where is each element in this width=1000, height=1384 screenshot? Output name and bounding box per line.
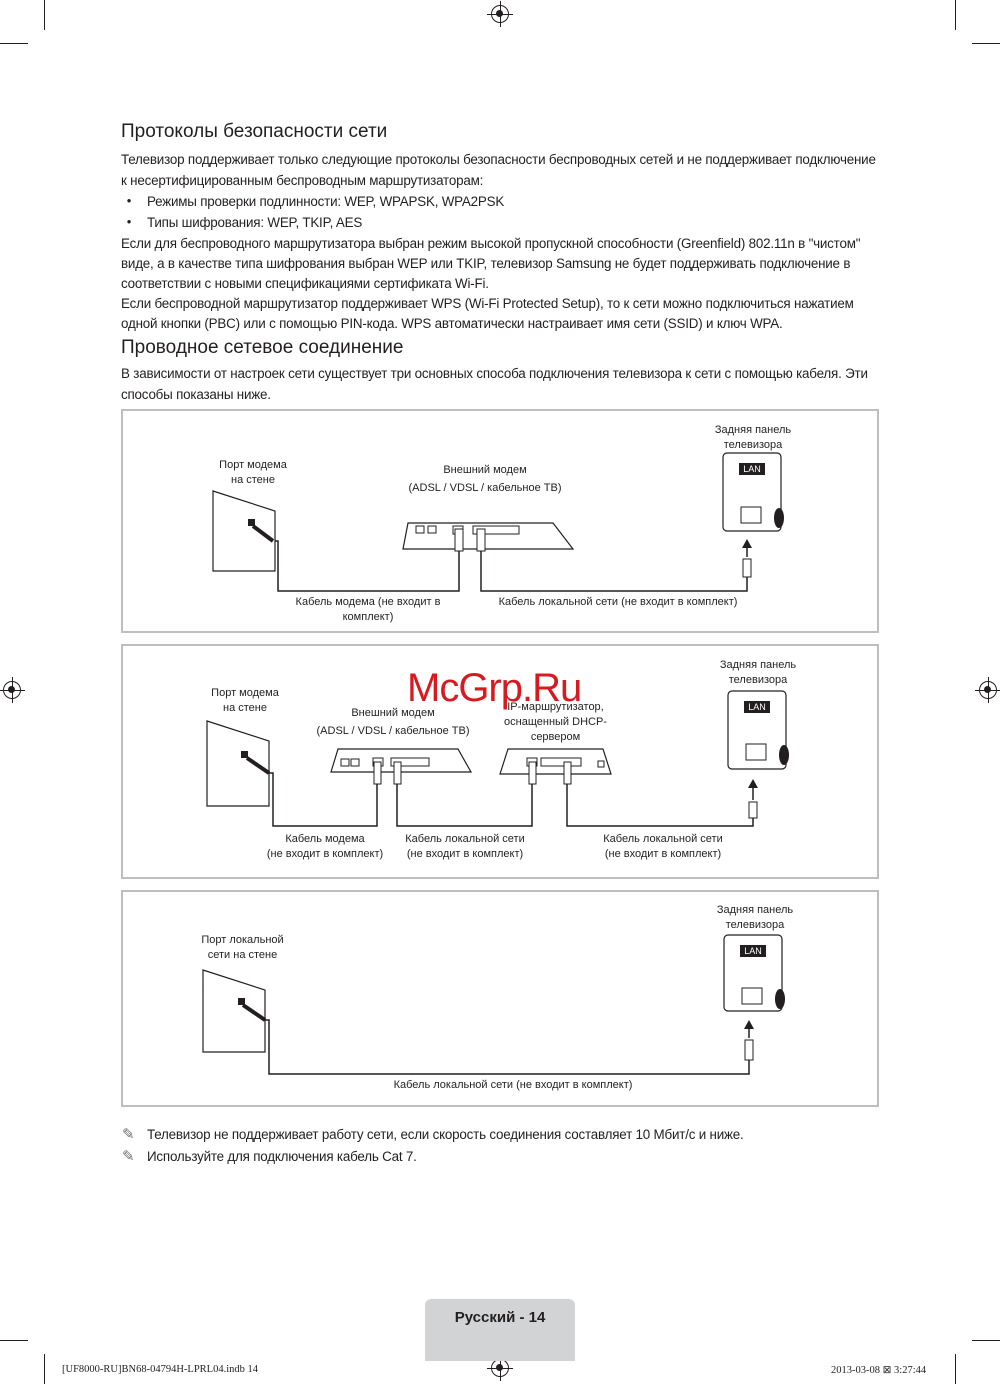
- security-intro-line: Телевизор поддерживает только следующие …: [121, 152, 876, 167]
- page-number-tab: Русский - 14: [425, 1299, 575, 1361]
- print-slug-right: 2013-03-08 ⊠ 3:27:44: [831, 1365, 927, 1376]
- section-title-wired: Проводное сетевое соединение: [121, 337, 404, 358]
- cable-lan-label: Кабель локальной сети(не входит в компле…: [603, 833, 723, 860]
- lan-port-label: LAN: [748, 702, 766, 712]
- cable-modem-label: Кабель модема(не входит в комплект): [266, 833, 384, 860]
- section-title-security: Протоколы безопасности сети: [121, 121, 388, 142]
- cable-lan-label: Кабель локальной сети (не входит в компл…: [393, 1079, 633, 1091]
- crop-mark: [972, 43, 1000, 44]
- crop-mark: [955, 0, 956, 30]
- lan-port-label: LAN: [743, 464, 761, 474]
- page-number: Русский - 14: [454, 1309, 546, 1326]
- diagram-graphic: [212, 452, 784, 592]
- security-intro-line: к несертифицированным беспроводным маршр…: [121, 173, 484, 188]
- security-paragraph-line: Если беспроводной маршрутизатор поддержи…: [121, 296, 854, 311]
- lan-port-label: LAN: [744, 946, 762, 956]
- security-paragraph-line: виде, а в качестве типа шифрования выбра…: [121, 256, 851, 271]
- diagram-graphic: [206, 690, 789, 827]
- note-item: Используйте для подключения кабель Cat 7…: [147, 1149, 417, 1164]
- modem-label: Внешний модем(ADSL / VDSL / кабельное ТВ…: [316, 707, 470, 737]
- crop-mark: [955, 1354, 956, 1384]
- crop-mark: [972, 1340, 1000, 1341]
- print-slug-left: [UF8000-RU]BN68-04794H-LPRL04.indb 14: [62, 1364, 258, 1375]
- pencil-note-icon: ✎: [122, 1126, 135, 1143]
- bullet-item: Типы шифрования: WEP, TKIP, AES: [147, 215, 363, 230]
- pencil-note-icon: ✎: [122, 1148, 135, 1165]
- bullet-icon: •: [126, 214, 132, 229]
- registration-mark-icon: [487, 1355, 513, 1381]
- watermark: McGrp.Ru: [407, 666, 582, 710]
- bullet-icon: •: [126, 193, 132, 208]
- crop-mark: [44, 1354, 45, 1384]
- cable-lan-label: Кабель локальной сети(не входит в компле…: [405, 833, 525, 860]
- crop-mark: [0, 1340, 28, 1341]
- wired-intro-line: В зависимости от настроек сети существуе…: [121, 366, 868, 381]
- diagram-graphic: [202, 934, 785, 1075]
- wired-intro-line: способы показаны ниже.: [121, 387, 271, 402]
- registration-mark-icon: [975, 677, 1000, 703]
- bullet-item: Режимы проверки подлинности: WEP, WPAPSK…: [147, 194, 505, 209]
- crop-mark: [0, 43, 28, 44]
- cable-lan-label: Кабель локальной сети (не входит в компл…: [498, 596, 738, 608]
- security-paragraph-line: Если для беспроводного маршрутизатора вы…: [121, 236, 861, 251]
- registration-mark-icon: [487, 1, 513, 27]
- registration-mark-icon: [0, 677, 25, 703]
- security-paragraph-line: одной кнопки (PBC) или с помощью PIN-код…: [121, 316, 783, 331]
- security-paragraph-line: соответствии с новыми спецификациями сер…: [121, 276, 489, 291]
- router-label: IP-маршрутизатор,оснащенный DHCP-серверо…: [504, 701, 607, 743]
- note-item: Телевизор не поддерживает работу сети, е…: [147, 1127, 744, 1142]
- modem-label: Внешний модем(ADSL / VDSL / кабельное ТВ…: [408, 464, 562, 494]
- crop-mark: [44, 0, 45, 30]
